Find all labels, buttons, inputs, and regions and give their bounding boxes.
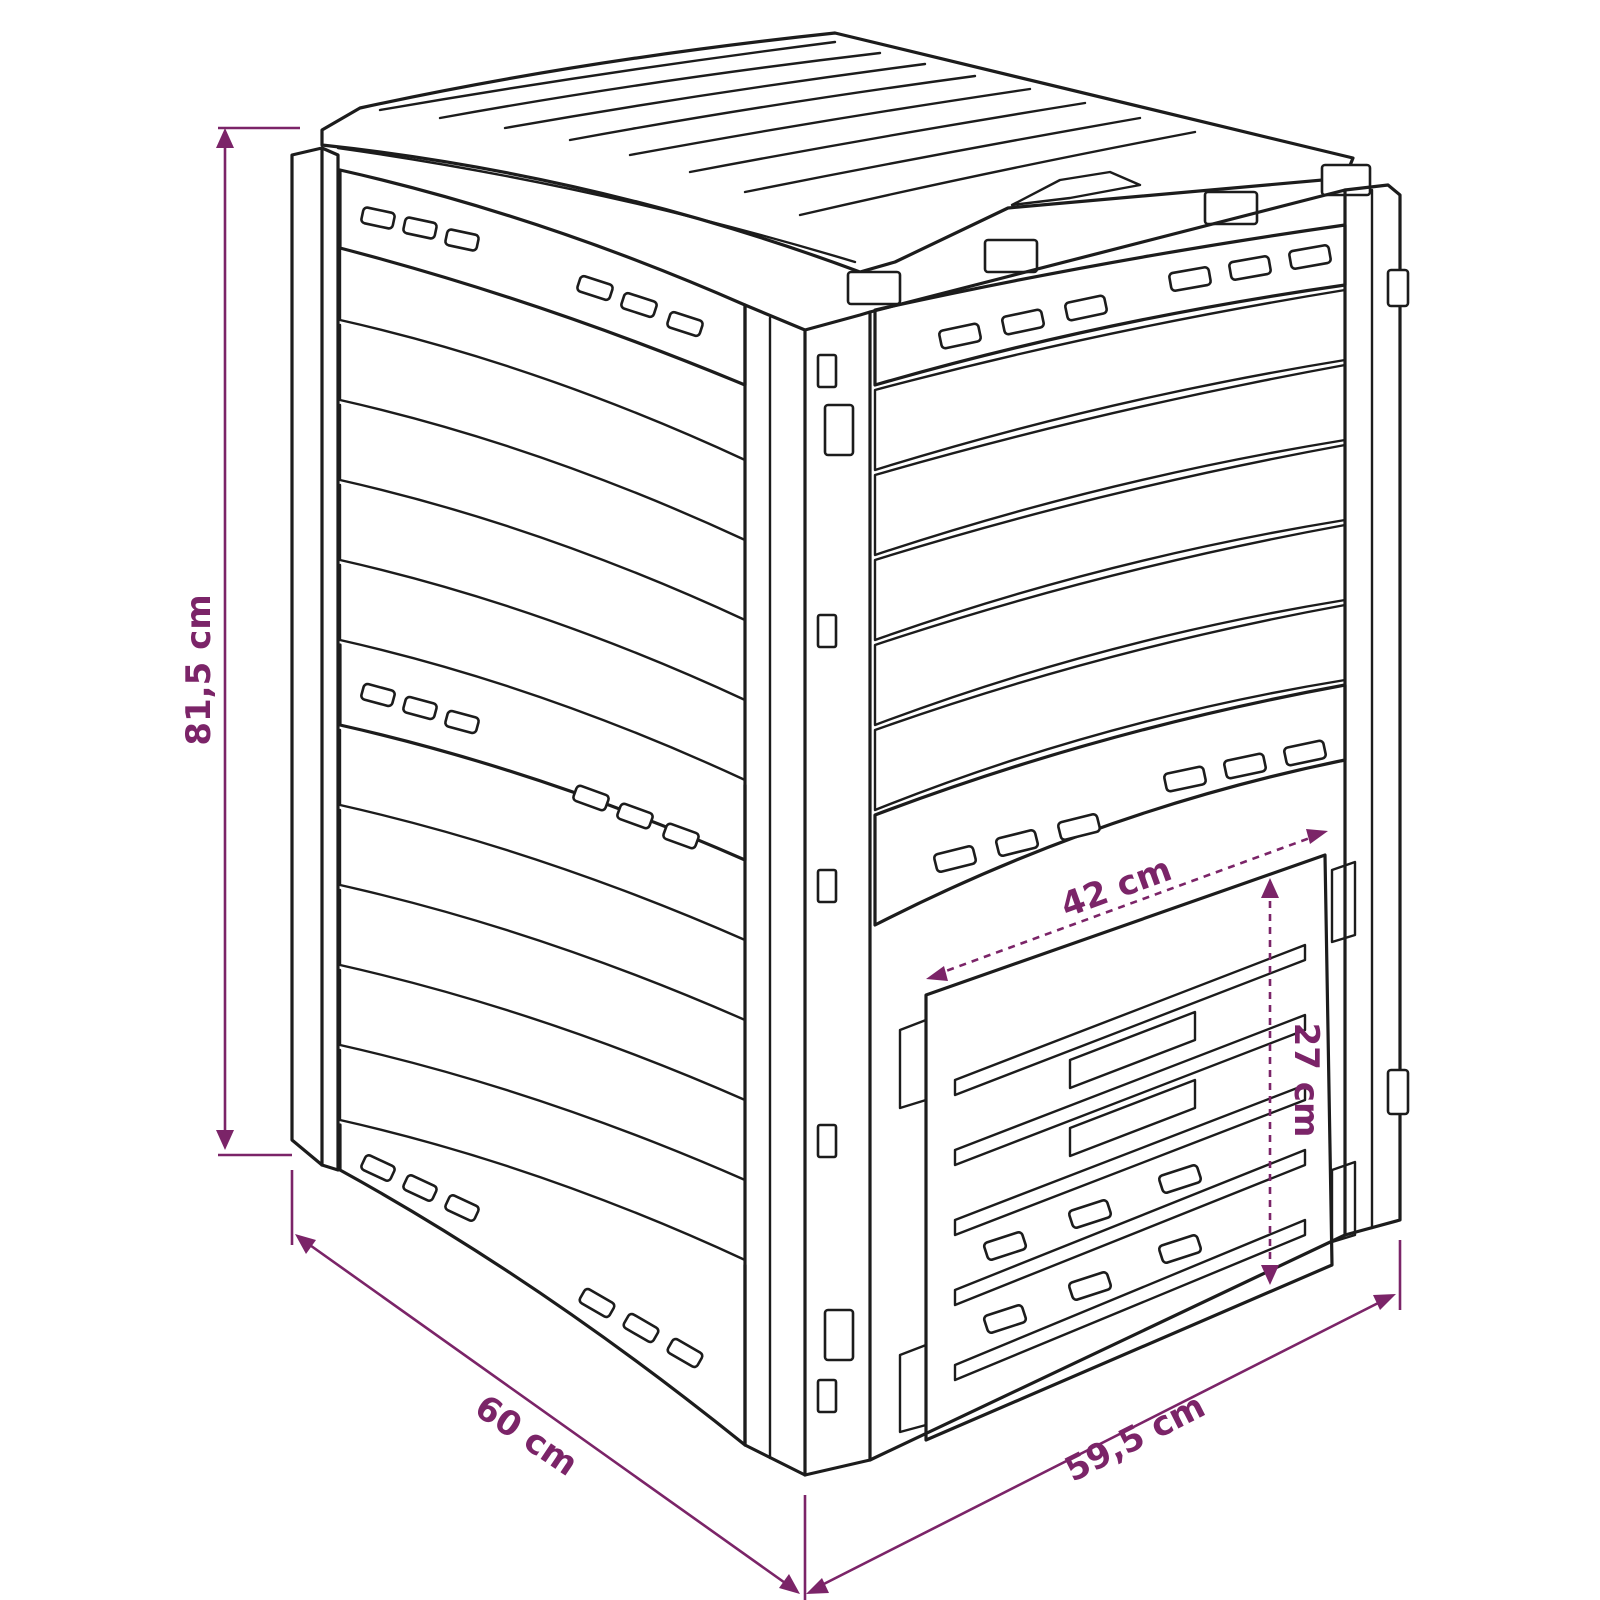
door-width-arrow-left [926,966,948,981]
width-arrow-right [1373,1294,1396,1310]
door-width-line [934,833,1319,977]
depth-label: 60 cm [467,1387,584,1484]
access-door [898,853,1357,1442]
composter-bin [290,31,1410,1477]
door-height-dimension: 27 cm [1261,878,1326,1285]
door-height-arrow-top [1261,878,1279,898]
lid [320,31,1372,306]
corner-post [743,303,872,1477]
depth-arrow-right [779,1574,800,1594]
height-arrow-top [216,128,234,148]
depth-line [299,1236,796,1592]
width-line [811,1295,1391,1592]
depth-arrow-left [295,1234,316,1254]
door-height-arrow-bottom [1261,1265,1279,1285]
door-height-label: 27 cm [1286,1023,1326,1138]
door-width-arrow-right [1306,829,1328,844]
dimension-annotations: 81,5 cm 60 cm 59,5 cm 42 cm [179,126,1402,1600]
width-label: 59,5 cm [1059,1386,1212,1490]
height-dimension: 81,5 cm [179,126,300,1157]
width-dimension: 59,5 cm [806,1240,1402,1594]
height-arrow-bottom [216,1130,234,1150]
front-panel [868,183,1410,1462]
height-label: 81,5 cm [179,594,219,745]
left-side-panel [290,146,747,1447]
depth-dimension: 60 cm [290,1170,807,1600]
width-arrow-left [806,1578,829,1594]
